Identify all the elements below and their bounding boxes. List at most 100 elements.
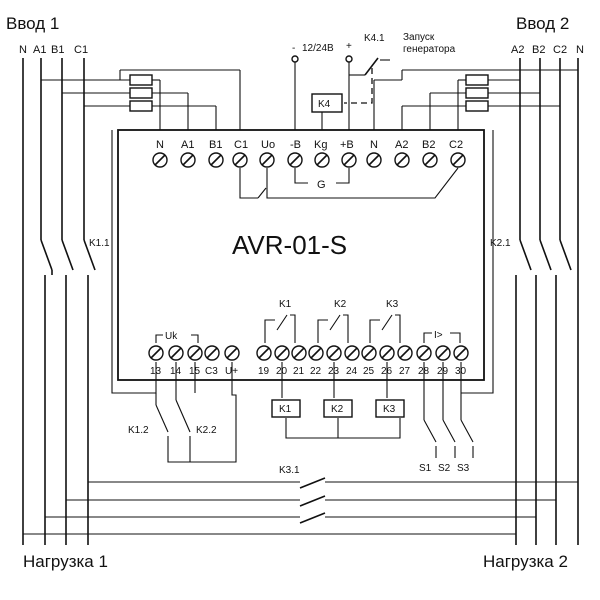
relay-label-k1: K1 [279,299,292,310]
bottom-terminal-screw [379,345,395,361]
load2-label: Нагрузка 2 [483,552,568,571]
bottom-terminal-screw [416,345,432,361]
k2-2-label: K2.2 [196,425,217,436]
power-plus: + [346,41,352,52]
k4-coil-label: K4 [318,99,331,110]
bottom-terminal-screw [291,345,307,361]
k1-coil [271,399,301,418]
sensor-label-s1: S1 [419,463,432,474]
device-name: AVR-01-S [232,230,347,260]
k3-coil [375,399,405,418]
bottom-terminal-label: 25 [363,366,375,377]
bottom-terminal-screw [435,345,451,361]
k3-coil-label: K3 [383,404,396,415]
top-terminal-screw [394,152,410,168]
device-enclosure [117,129,485,381]
k4-mechanical-link [344,68,373,104]
i-bracket-left [423,332,432,343]
bottom-terminal-screw [453,345,469,361]
top-terminal-screw [259,152,275,168]
bottom-terminal-label: 21 [293,366,305,377]
input2-title: Ввод 2 [516,14,569,33]
i-label: I> [434,330,443,341]
k3-1-label: K3.1 [279,465,300,476]
k2-coil [323,399,353,418]
top-terminal-screw [314,152,330,168]
k1-2-label: K1.2 [128,425,149,436]
load1-label: Нагрузка 1 [23,552,108,571]
relay-label-k2: K2 [334,299,347,310]
top-terminal-screw [366,152,382,168]
top-terminal-label: N [370,139,378,151]
g-label: G [317,179,326,191]
sensor-label-s2: S2 [438,463,451,474]
input2-line-n: N [576,44,584,56]
top-terminal-screw [287,152,303,168]
bottom-terminal-screw [224,345,240,361]
top-terminal-label: Uo [261,139,275,151]
bottom-terminal-block [148,345,469,361]
i-bracket-right [450,332,461,343]
top-terminal-label: -B [290,139,301,151]
top-terminal-label: +B [340,139,354,151]
k1-coil-label: K1 [279,404,292,415]
top-terminal-screw [180,152,196,168]
k2-coil-label: K2 [331,404,344,415]
bottom-terminal-label: 24 [346,366,358,377]
top-terminal-screw [232,152,248,168]
top-terminal-screw [152,152,168,168]
top-terminal-block [152,152,466,168]
top-terminal-screw [208,152,224,168]
bottom-terminal-screw [308,345,324,361]
input1-title: Ввод 1 [6,14,59,33]
top-terminal-screw [422,152,438,168]
bottom-terminal-label: C3 [205,366,218,377]
top-terminal-label: Kg [314,139,327,151]
k4-contact-label: K4.1 [364,33,385,44]
internal-relay-contacts [264,314,401,343]
top-terminal-label: C1 [234,139,248,151]
power-minus: - [292,43,295,54]
generator-label-2: генератора [403,44,456,55]
bottom-terminal-label: 22 [310,366,322,377]
lower-wiring [111,130,494,463]
top-terminal-label: N [156,139,164,151]
k1-1-label: K1.1 [89,238,110,249]
top-terminal-label: C2 [449,139,463,151]
top-terminal-label: A1 [181,139,194,151]
sensor-label-s3: S3 [457,463,470,474]
c2-internal-wire [266,167,459,199]
uk-label: Uk [165,331,178,342]
bottom-terminal-screw [397,345,413,361]
k3-1-contacts [23,477,578,535]
bottom-terminal-screw [274,345,290,361]
input1-line-n: N [19,44,27,56]
input1-fuses [41,69,241,140]
bottom-terminal-screw [204,345,220,361]
bottom-terminal-screw [361,345,377,361]
uo-contact-wire [239,168,258,199]
input2-line-a2: A2 [511,44,524,56]
bottom-terminal-screw [326,345,342,361]
input1-line-c1: C1 [74,44,88,56]
bottom-terminal-screw [187,345,203,361]
g-bracket-right [336,168,350,184]
bottom-terminal-screw [168,345,184,361]
power-plus-terminal [345,55,353,63]
input1-feeders [22,58,96,545]
k2-1-label: K2.1 [490,238,511,249]
generator-label-1: Запуск [403,32,435,43]
bottom-terminal-label: 19 [258,366,270,377]
top-terminal-label: B1 [209,139,222,151]
uk-bracket-left [155,334,163,343]
g-bracket-left [294,168,308,184]
power-minus-terminal [291,55,299,63]
top-terminal-label: A2 [395,139,408,151]
input2-feeders [515,58,579,545]
bottom-terminal-screw [344,345,360,361]
input2-line-b2: B2 [532,44,545,56]
power-voltage-label: 12/24В [302,43,334,54]
input1-line-b1: B1 [51,44,64,56]
uk-bracket-right [191,334,199,343]
